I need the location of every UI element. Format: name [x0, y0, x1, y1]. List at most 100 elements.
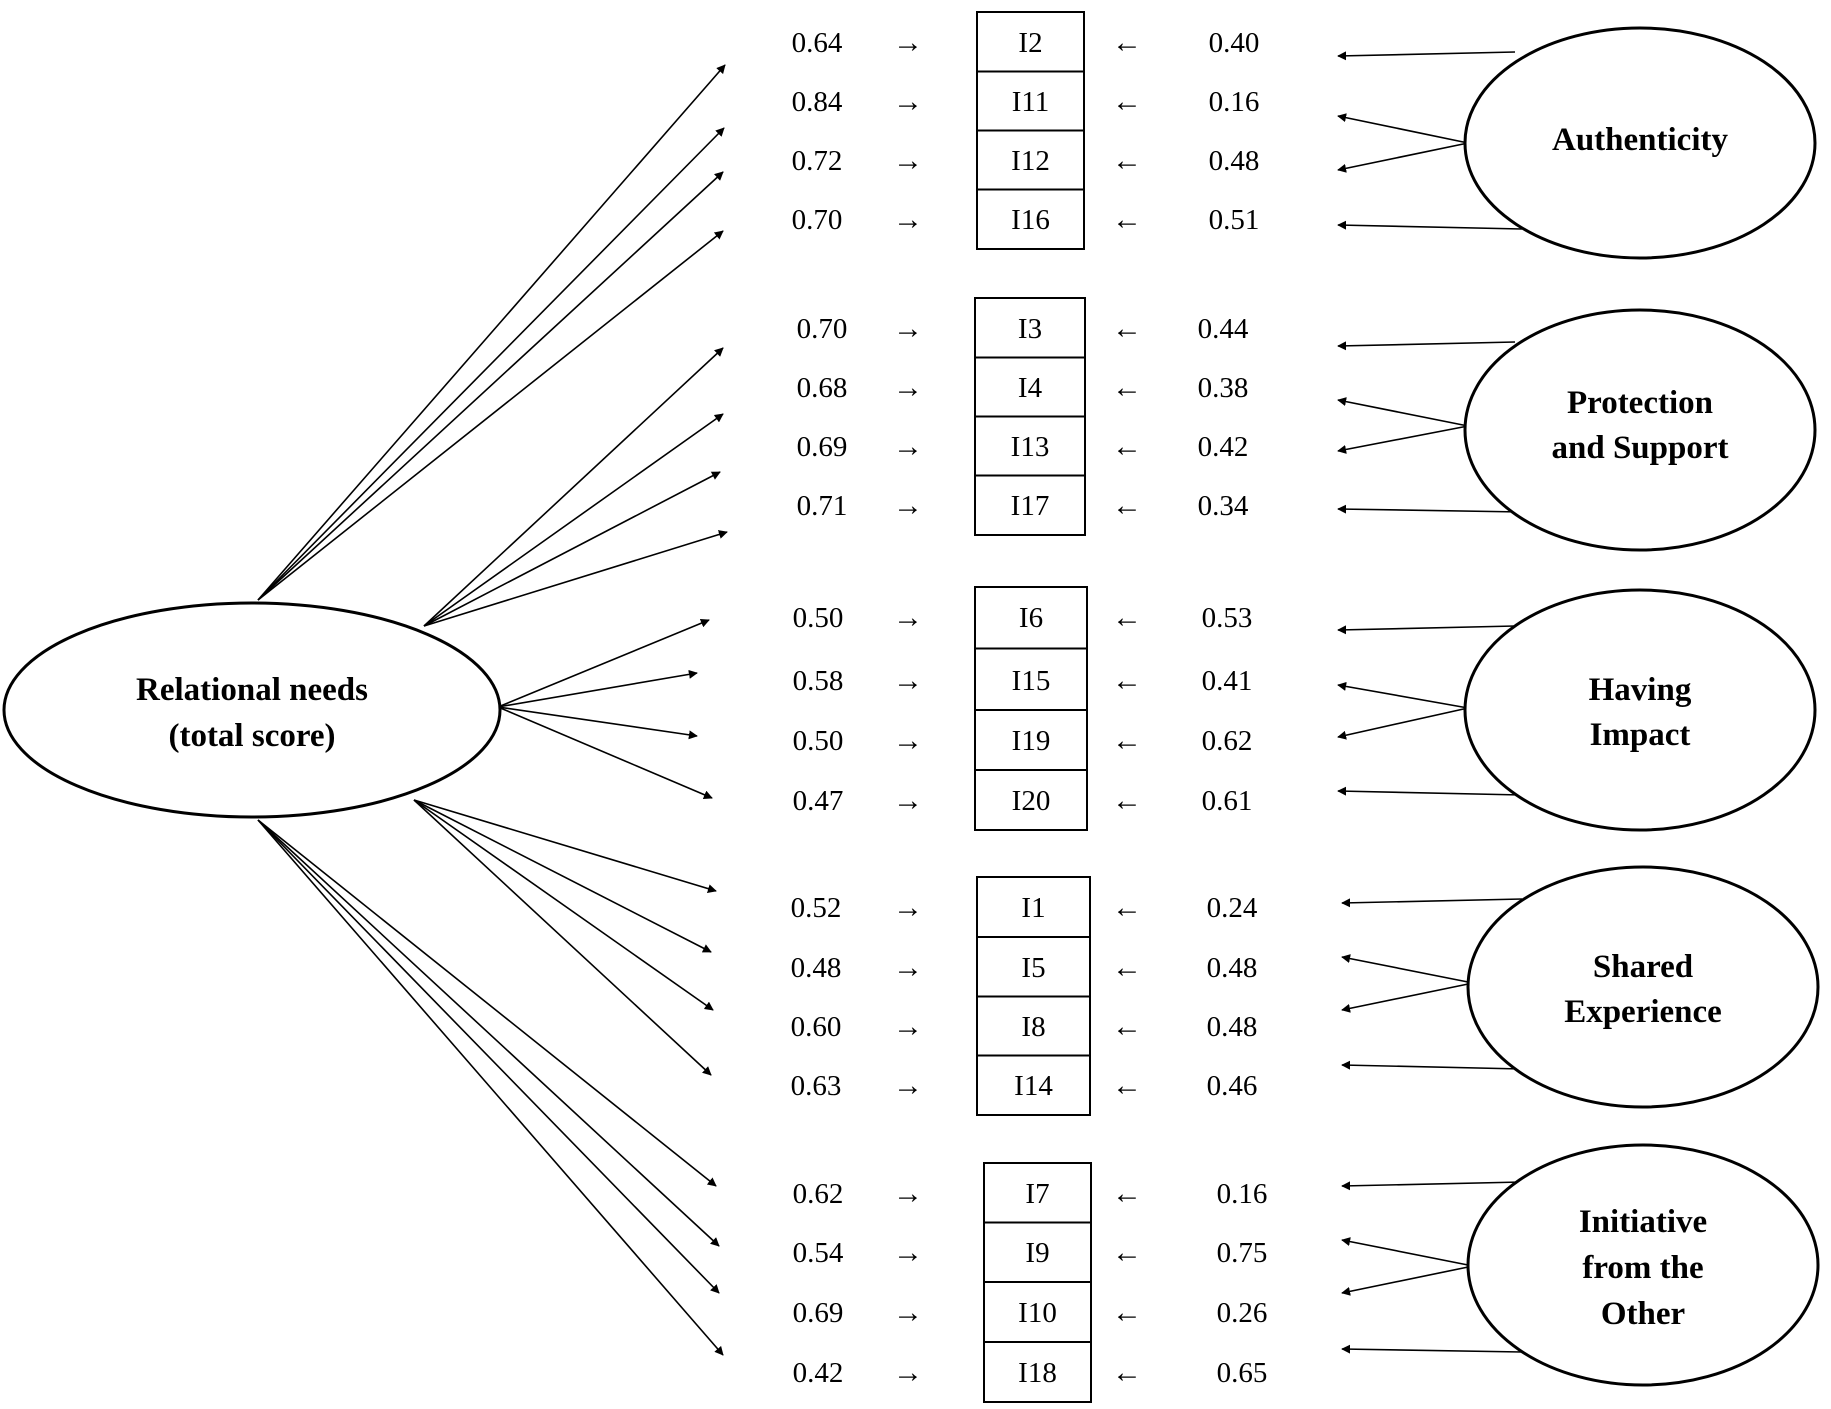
general-loading-value: 0.48 — [791, 952, 842, 984]
right-arrow-icon: → — [893, 1177, 923, 1210]
general-loading-value: 0.52 — [791, 892, 842, 924]
right-arrow-icon: → — [893, 430, 923, 463]
indicator-box — [974, 769, 1088, 831]
left-arrow-icon: ← — [1112, 26, 1142, 59]
general-loading-value: 0.69 — [793, 1297, 844, 1329]
specific-loading-path — [1341, 1060, 1523, 1070]
indicator-label: I2 — [1018, 27, 1042, 59]
general-loading-path — [497, 669, 698, 708]
indicator-label: I17 — [1011, 490, 1050, 522]
general-loading-value: 0.63 — [791, 1070, 842, 1102]
right-arrow-icon: → — [893, 371, 923, 404]
general-loading-value: 0.70 — [792, 204, 843, 236]
specific-loading-path — [1337, 220, 1523, 230]
general-loading-value: 0.50 — [793, 602, 844, 634]
general-loading-value: 0.58 — [793, 665, 844, 697]
right-arrow-icon: → — [893, 724, 923, 757]
indicator-label: I8 — [1021, 1011, 1045, 1043]
indicator-box — [974, 356, 1086, 418]
specific-factor-label: Authenticity — [1552, 122, 1728, 158]
specific-loading-value: 0.26 — [1217, 1297, 1268, 1329]
specific-factor-label: from the — [1582, 1250, 1703, 1286]
specific-loading-path — [1337, 397, 1469, 427]
specific-loading-value: 0.65 — [1217, 1357, 1268, 1389]
left-arrow-icon: ← — [1112, 891, 1142, 924]
general-loading-path — [257, 64, 726, 601]
left-arrow-icon: ← — [1112, 664, 1142, 697]
specific-factor-label: Initiative — [1579, 1204, 1707, 1240]
indicator-label: I12 — [1011, 145, 1050, 177]
indicator-box — [983, 1162, 1092, 1224]
indicator-rows: 0.64→I2←0.400.84→I11←0.160.72→I12←0.480.… — [791, 11, 1268, 1403]
left-arrow-icon: ← — [1112, 1356, 1142, 1389]
right-arrow-icon: → — [893, 1356, 923, 1389]
general-loading-value: 0.68 — [797, 372, 848, 404]
specific-loading-value: 0.48 — [1209, 145, 1260, 177]
indicator-label: I20 — [1012, 785, 1051, 817]
specific-loading-value: 0.42 — [1198, 431, 1249, 463]
right-arrow-icon: → — [893, 1010, 923, 1043]
general-loading-value: 0.47 — [793, 785, 844, 817]
general-loading-path — [413, 799, 712, 953]
general-loading-path — [497, 706, 713, 799]
left-arrow-icon: ← — [1112, 203, 1142, 236]
right-arrow-icon: → — [893, 144, 923, 177]
general-loading-path — [257, 819, 720, 1294]
indicator-box — [974, 297, 1086, 359]
left-arrow-icon: ← — [1112, 489, 1142, 522]
general-loading-path — [423, 530, 728, 627]
left-arrow-icon: ← — [1112, 784, 1142, 817]
general-loading-value: 0.71 — [797, 490, 848, 522]
specific-loading-value: 0.48 — [1207, 952, 1258, 984]
specific-factor-label: Having — [1589, 672, 1692, 708]
right-arrow-icon: → — [893, 891, 923, 924]
specific-loading-path — [1341, 898, 1523, 908]
indicator-box — [976, 11, 1085, 73]
indicator-label: I7 — [1025, 1178, 1049, 1210]
specific-loading-path — [1337, 504, 1523, 514]
right-arrow-icon: → — [893, 1236, 923, 1269]
specific-loading-value: 0.38 — [1198, 372, 1249, 404]
general-loading-value: 0.69 — [797, 431, 848, 463]
specific-loading-value: 0.48 — [1207, 1011, 1258, 1043]
general-loading-value: 0.50 — [793, 725, 844, 757]
right-arrow-icon: → — [893, 601, 923, 634]
right-arrow-icon: → — [893, 85, 923, 118]
specific-loading-path — [1337, 341, 1516, 351]
general-loading-path — [257, 819, 720, 1247]
general-loading-path — [257, 230, 724, 601]
specific-loading-path — [1337, 707, 1469, 740]
general-loading-path — [413, 799, 717, 893]
specific-factor-label: Experience — [1564, 994, 1722, 1030]
general-loading-value: 0.64 — [792, 27, 843, 59]
path-lines — [257, 51, 1523, 1356]
indicator-box — [974, 647, 1088, 711]
indicator-label: I6 — [1019, 602, 1043, 634]
left-arrow-icon: ← — [1112, 1296, 1142, 1329]
indicator-label: I19 — [1012, 725, 1051, 757]
left-arrow-icon: ← — [1112, 601, 1142, 634]
general-loading-value: 0.84 — [792, 86, 843, 118]
left-arrow-icon: ← — [1112, 724, 1142, 757]
general-loading-path — [257, 819, 717, 1187]
general-factor: Relational needs (total score) — [2, 601, 502, 819]
indicator-label: I4 — [1018, 372, 1043, 404]
specific-loading-path — [1341, 1344, 1523, 1354]
specific-loading-path — [1341, 1181, 1523, 1191]
indicator-box — [976, 995, 1091, 1057]
specific-loading-value: 0.16 — [1217, 1178, 1268, 1210]
specific-loading-path — [1341, 1265, 1474, 1296]
left-arrow-icon: ← — [1112, 951, 1142, 984]
general-loading-path — [413, 799, 712, 1076]
general-loading-value: 0.70 — [797, 313, 848, 345]
specific-factor-label: Protection — [1567, 385, 1713, 421]
indicator-box — [976, 129, 1085, 191]
left-arrow-icon: ← — [1112, 85, 1142, 118]
left-arrow-icon: ← — [1112, 1069, 1142, 1102]
general-loading-path — [257, 127, 725, 601]
left-arrow-icon: ← — [1112, 312, 1142, 345]
general-loading-value: 0.72 — [792, 145, 843, 177]
indicator-label: I14 — [1014, 1070, 1053, 1102]
specific-loading-path — [1341, 954, 1474, 984]
